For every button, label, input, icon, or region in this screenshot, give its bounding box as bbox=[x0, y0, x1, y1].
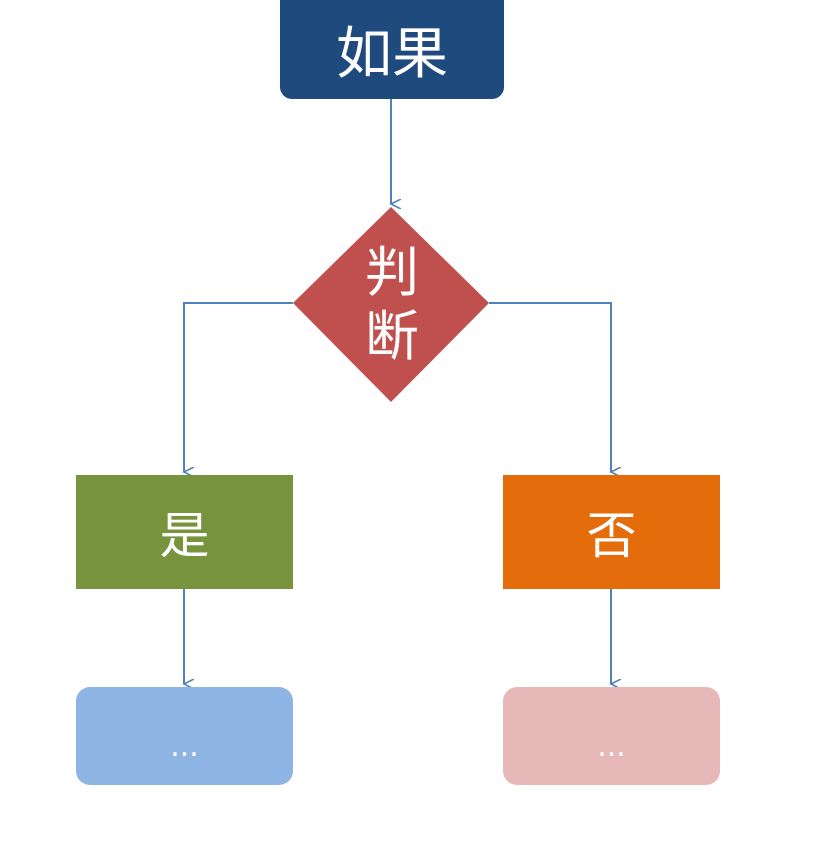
decision-diamond bbox=[293, 207, 489, 402]
start-node: 如果 bbox=[280, 0, 504, 99]
no-next-step-node: ... bbox=[503, 687, 720, 785]
decision-label-line-1: 判 bbox=[365, 241, 419, 304]
connector-decision-to-yes bbox=[184, 302, 293, 472]
decision-node-label: 判 断 bbox=[342, 230, 442, 380]
connector-decision-to-no bbox=[489, 302, 611, 472]
no-branch-node: 否 bbox=[503, 475, 720, 589]
yes-branch-node: 是 bbox=[76, 475, 293, 589]
yes-next-step-node: ... bbox=[76, 687, 293, 785]
decision-label-line-2: 断 bbox=[365, 305, 419, 368]
